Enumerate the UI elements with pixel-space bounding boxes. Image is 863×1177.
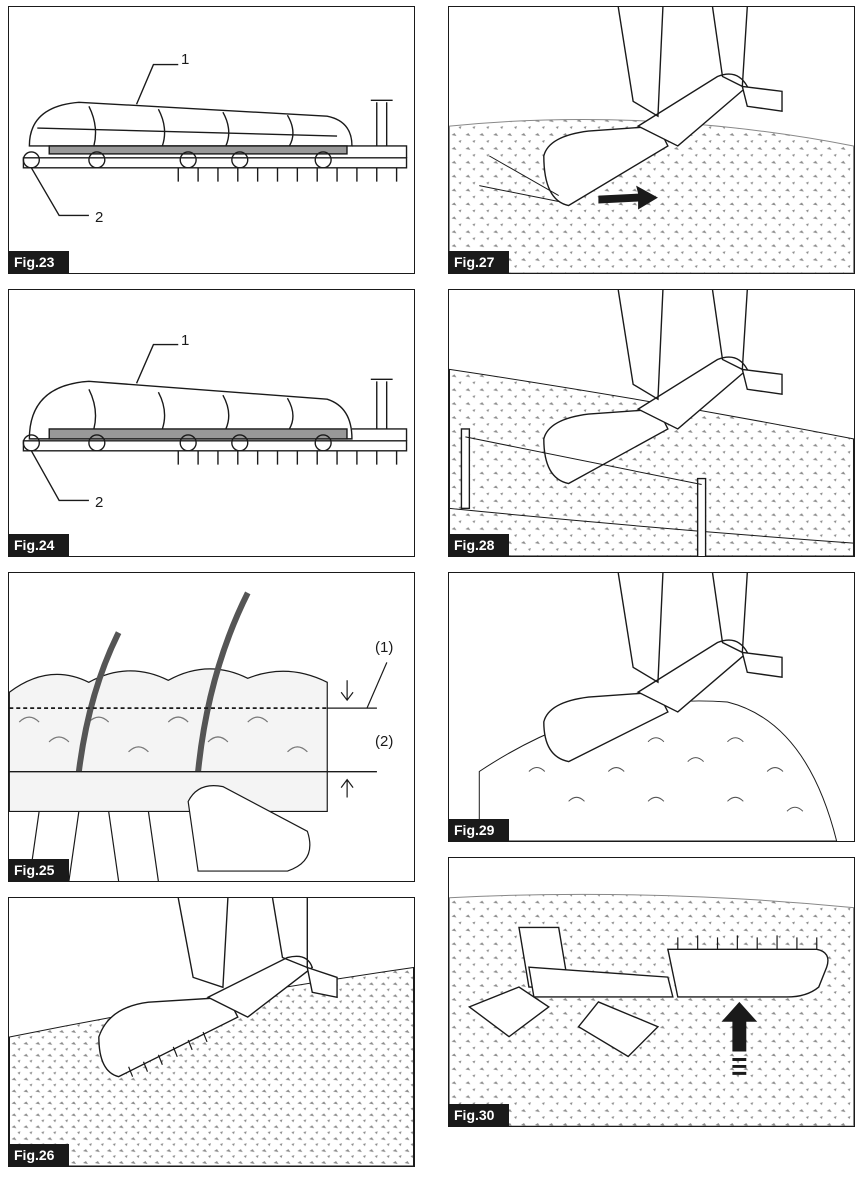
figure-29: Fig.29 xyxy=(448,572,855,842)
callout-cut-depth: (2) xyxy=(375,733,394,750)
callout-1: 1 xyxy=(181,332,190,349)
direction-arrow xyxy=(598,185,658,210)
blade-cover-drawing xyxy=(22,63,408,217)
callout-2: 2 xyxy=(95,494,104,511)
rounding-hedge-drawing xyxy=(478,573,838,841)
side-trimming-drawing xyxy=(449,893,854,1126)
figure-label: Fig.24 xyxy=(9,534,69,556)
guide-string xyxy=(465,436,702,486)
upward-arrow xyxy=(721,1001,758,1052)
figure-label: Fig.23 xyxy=(9,251,69,273)
blade-cover-drawing xyxy=(22,343,408,502)
figure-26: Fig.26 xyxy=(8,897,415,1167)
figure-label: Fig.28 xyxy=(449,534,509,556)
figure-label: Fig.27 xyxy=(449,251,509,273)
callout-cut-line: (1) xyxy=(375,639,394,656)
figure-label: Fig.29 xyxy=(449,819,509,841)
blade-teeth xyxy=(177,167,398,182)
figure-label: Fig.26 xyxy=(9,1144,69,1166)
figure-30: Fig.30 xyxy=(448,857,855,1127)
callout-1: 1 xyxy=(181,51,190,68)
trimming-direction-drawing xyxy=(449,7,854,273)
figure-label: Fig.30 xyxy=(449,1104,509,1126)
hedge-cutting-height-drawing xyxy=(9,591,388,881)
callout-2: 2 xyxy=(95,209,104,226)
figure-label: Fig.25 xyxy=(9,859,69,881)
guide-stakes xyxy=(460,428,707,556)
trimming-with-guide-string-drawing xyxy=(449,290,854,556)
trimming-top-drawing xyxy=(9,898,414,1166)
figure-28: Fig.28 xyxy=(448,289,855,557)
figure-24: 1 2 Fig.24 xyxy=(8,289,415,557)
figure-25: (1) (2) Fig.25 xyxy=(8,572,415,882)
figure-27: Fig.27 xyxy=(448,6,855,274)
figure-23: 1 2 Fig.23 xyxy=(8,6,415,274)
